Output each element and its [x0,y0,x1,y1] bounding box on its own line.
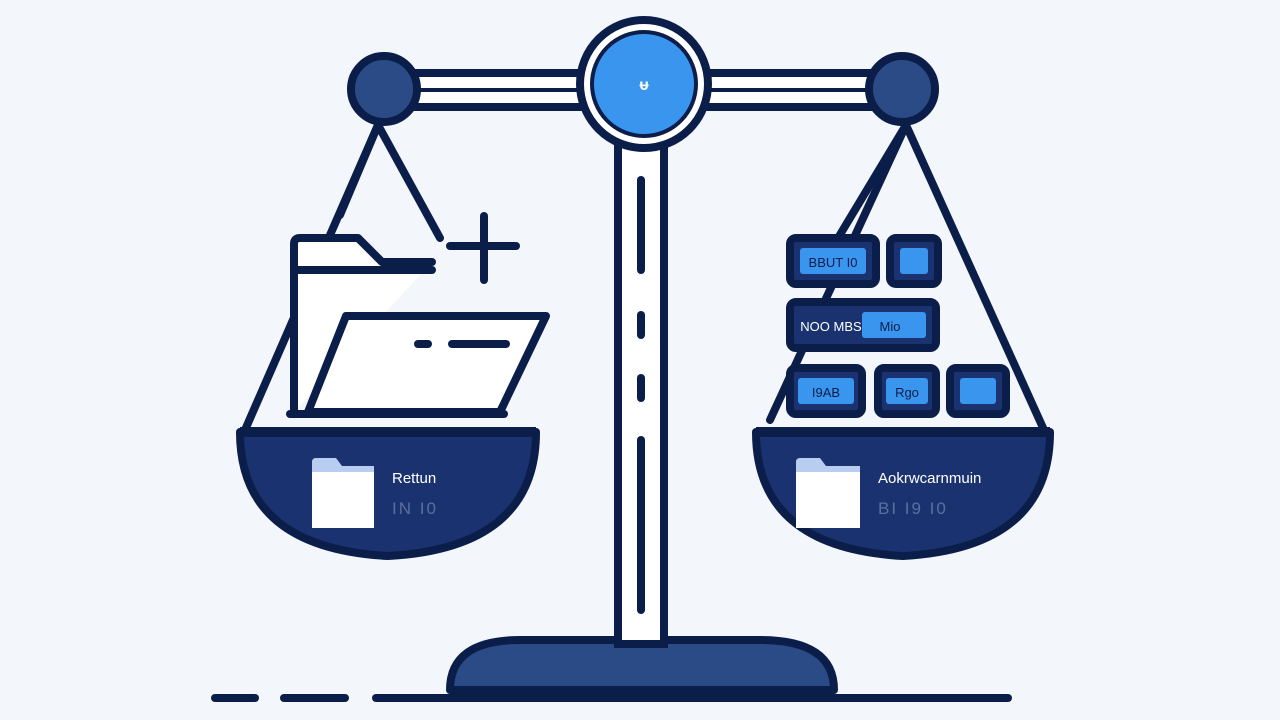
folder-open-icon [286,234,550,418]
right-pan-label: Aokrwcarnmuin [878,470,981,487]
beam-hub-glyph: ᵾ [639,77,649,94]
left-pan-sublabel: IN I0 [392,499,438,518]
block: Rgo [874,364,940,418]
right-pan-sublabel: BI I9 I0 [878,499,948,518]
block-label: BBUT I0 [809,255,858,270]
folder-icon [796,458,860,528]
beam-end-knob-right [865,52,939,126]
block [946,364,1010,418]
left-pan-label: Rettun [392,470,436,487]
right-pan: Aokrwcarnmuin BI I9 I0 [752,427,1054,560]
left-pan: Rettun IN I0 [236,427,540,560]
right-pan-blocks: BBUT I0 NOO MBS Mio I9AB [786,234,1010,418]
block-label: I9AB [812,385,840,400]
beam-hub: ᵾ [576,16,712,152]
block-label: NOO MBS [800,319,862,334]
block-label: Rgo [895,385,919,400]
block: I9AB [786,364,866,418]
block [886,234,942,288]
block-label-b: Mio [880,319,901,334]
scale-post [614,136,668,648]
folder-icon [312,458,374,528]
beam-end-knob-left [347,52,421,126]
block: BBUT I0 [786,234,880,288]
scale-base [446,636,838,694]
block: NOO MBS Mio [786,298,940,352]
plus-icon [446,212,520,284]
